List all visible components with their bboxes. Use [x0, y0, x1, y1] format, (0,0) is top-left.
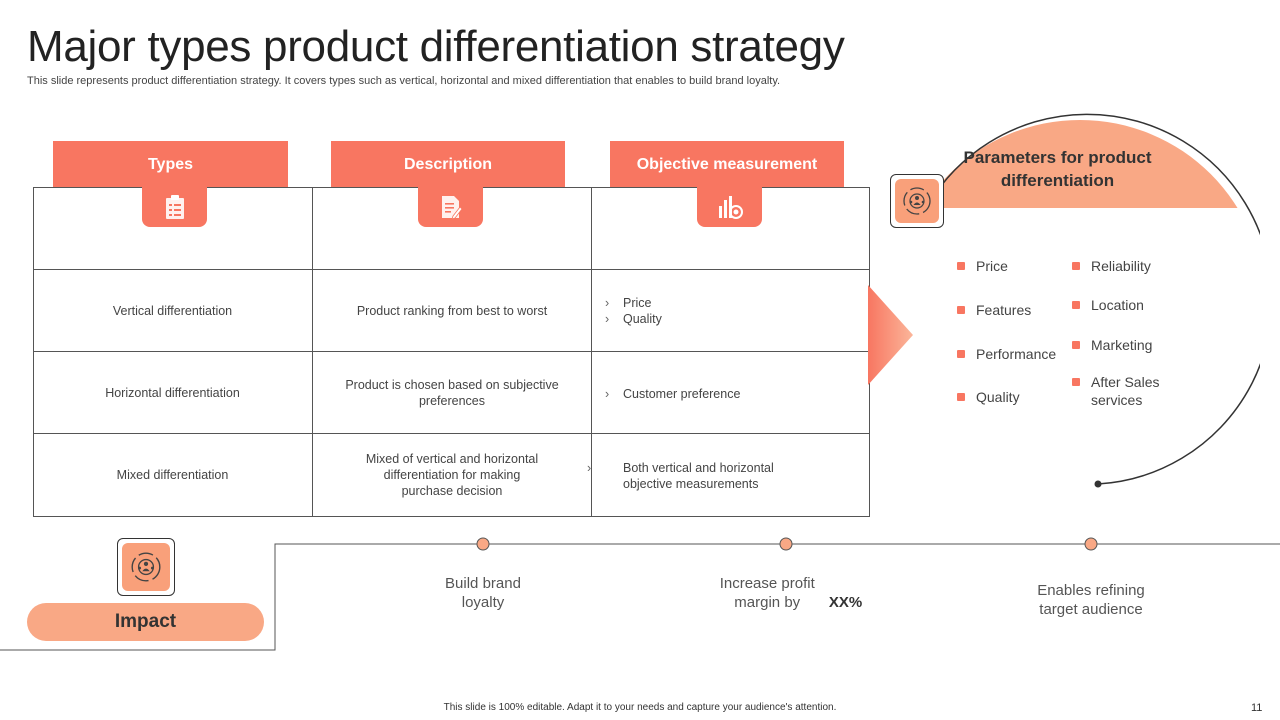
type-cell-horizontal: Horizontal differentiation: [105, 385, 240, 400]
param-after-sales: After Sales services: [1072, 373, 1201, 409]
page-number: 11: [1251, 702, 1263, 714]
objective-cell-vertical: Price Quality: [605, 295, 662, 327]
table-divider: [312, 187, 313, 517]
impact-label: Impact: [27, 603, 264, 641]
param-performance: Performance: [956, 346, 1057, 362]
target-people-icon: [122, 543, 170, 591]
header-description: Description: [331, 141, 565, 188]
impact-item-target-audience: Enables refining target audience: [991, 581, 1191, 619]
page-title: Major types product differentiation stra…: [27, 22, 845, 71]
param-location: Location: [1072, 297, 1144, 313]
parameters-arc: [922, 113, 1260, 488]
clipboard-icon: [142, 186, 207, 227]
param-price: Price: [957, 258, 1008, 274]
type-cell-mixed: Mixed differentiation: [116, 468, 229, 482]
param-features: Features: [956, 302, 1032, 318]
objective-item: Quality: [605, 311, 662, 327]
arrow-right-icon: [868, 285, 913, 385]
description-cell-mixed: Mixed of vertical and horizontal differe…: [365, 452, 539, 498]
parameters-icon-box: [890, 174, 944, 228]
header-types: Types: [53, 141, 288, 188]
header-objective: Objective measurement: [610, 141, 844, 188]
param-reliability: Reliability: [1072, 258, 1151, 274]
document-edit-icon: [418, 186, 483, 227]
impact-item-text: Enables refining target audience: [1037, 582, 1145, 618]
table-divider: [33, 433, 870, 434]
impact-item-text: Build brand loyalty: [445, 575, 521, 611]
impact-item-brand-loyalty: Build brand loyalty: [383, 574, 583, 612]
description-cell-vertical: Product ranking from best to worst: [356, 303, 548, 318]
objective-cell-mixed: Both vertical and horizontal objective m…: [605, 460, 805, 492]
description-cell-horizontal: Product is chosen based on subjective pr…: [345, 377, 559, 408]
type-cell-vertical: Vertical differentiation: [112, 303, 233, 318]
objective-item: Both vertical and horizontal objective m…: [605, 460, 805, 492]
objective-cell-horizontal: Customer preference: [605, 386, 740, 402]
table-divider: [33, 351, 870, 352]
impact-timeline: [0, 537, 1280, 651]
page-subtitle: This slide represents product differenti…: [27, 75, 781, 87]
table-divider: [591, 187, 592, 517]
impact-item-value: XX%: [828, 594, 863, 611]
target-people-icon: [895, 179, 939, 223]
param-quality: Quality: [957, 389, 1020, 405]
impact-item-profit-margin: Increase profit margin by XX%: [686, 574, 886, 612]
parameters-title: Parameters for product differentiation: [963, 148, 1152, 190]
objective-item: Price: [605, 295, 662, 311]
header-objective-label: Objective measurement: [636, 155, 818, 173]
header-types-label: Types: [147, 155, 194, 173]
impact-icon-box: [117, 538, 175, 596]
objective-item: Customer preference: [605, 386, 740, 402]
footer-note: This slide is 100% editable. Adapt it to…: [443, 702, 837, 713]
header-description-label: Description: [403, 155, 492, 173]
table-divider: [33, 269, 870, 270]
chart-target-icon: [697, 186, 762, 227]
impact-item-text: Increase profit margin by: [719, 575, 815, 611]
param-marketing: Marketing: [1071, 337, 1153, 353]
